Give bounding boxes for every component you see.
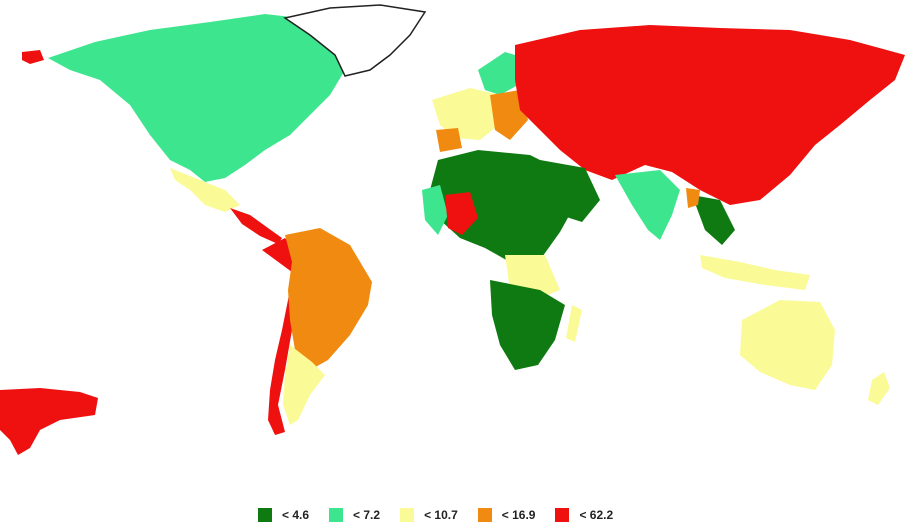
region-japan xyxy=(780,135,810,168)
region-argentina xyxy=(283,345,325,425)
legend-label: < 4.6 xyxy=(282,508,310,522)
region-new-zealand xyxy=(868,372,890,405)
region-alaska-tip xyxy=(22,50,44,64)
legend-label: < 16.9 xyxy=(501,508,536,522)
legend-label: < 10.7 xyxy=(424,508,458,522)
legend-swatch xyxy=(258,508,272,522)
region-se-asia xyxy=(692,195,735,245)
region-chukotka-wrap xyxy=(0,388,98,455)
legend-item-4: < 16.9 xyxy=(477,508,536,522)
region-north-africa xyxy=(430,150,575,262)
region-north-america xyxy=(48,14,345,182)
legend-swatch xyxy=(400,508,415,522)
legend-swatch xyxy=(477,508,492,522)
legend-swatch xyxy=(555,508,570,522)
region-west-africa-red xyxy=(445,192,478,235)
region-central-america xyxy=(230,208,282,244)
legend-item-1: < 4.6 xyxy=(258,508,309,522)
region-mexico xyxy=(170,168,240,212)
legend: < 4.6 < 7.2 < 10.7 < 16.9 < 62.2 xyxy=(258,506,633,524)
legend-item-3: < 10.7 xyxy=(400,508,458,522)
region-indonesia xyxy=(700,255,810,290)
region-russia-china xyxy=(515,25,905,205)
region-india xyxy=(615,170,680,240)
region-madagascar xyxy=(566,305,582,342)
region-se-asia-orange xyxy=(686,188,700,208)
region-greenland xyxy=(283,4,427,77)
region-australia xyxy=(740,300,835,390)
legend-swatch xyxy=(329,508,344,522)
region-scandinavia xyxy=(478,52,525,95)
legend-item-2: < 7.2 xyxy=(329,508,380,522)
region-east-europe xyxy=(490,90,528,140)
region-brazil xyxy=(285,228,372,370)
region-west-africa-green xyxy=(422,185,448,235)
legend-label: < 7.2 xyxy=(353,508,381,522)
region-southern-africa xyxy=(490,280,565,370)
legend-item-5: < 62.2 xyxy=(555,508,613,522)
legend-label: < 62.2 xyxy=(579,508,614,522)
region-west-europe xyxy=(432,88,505,140)
region-iberia xyxy=(436,128,462,152)
